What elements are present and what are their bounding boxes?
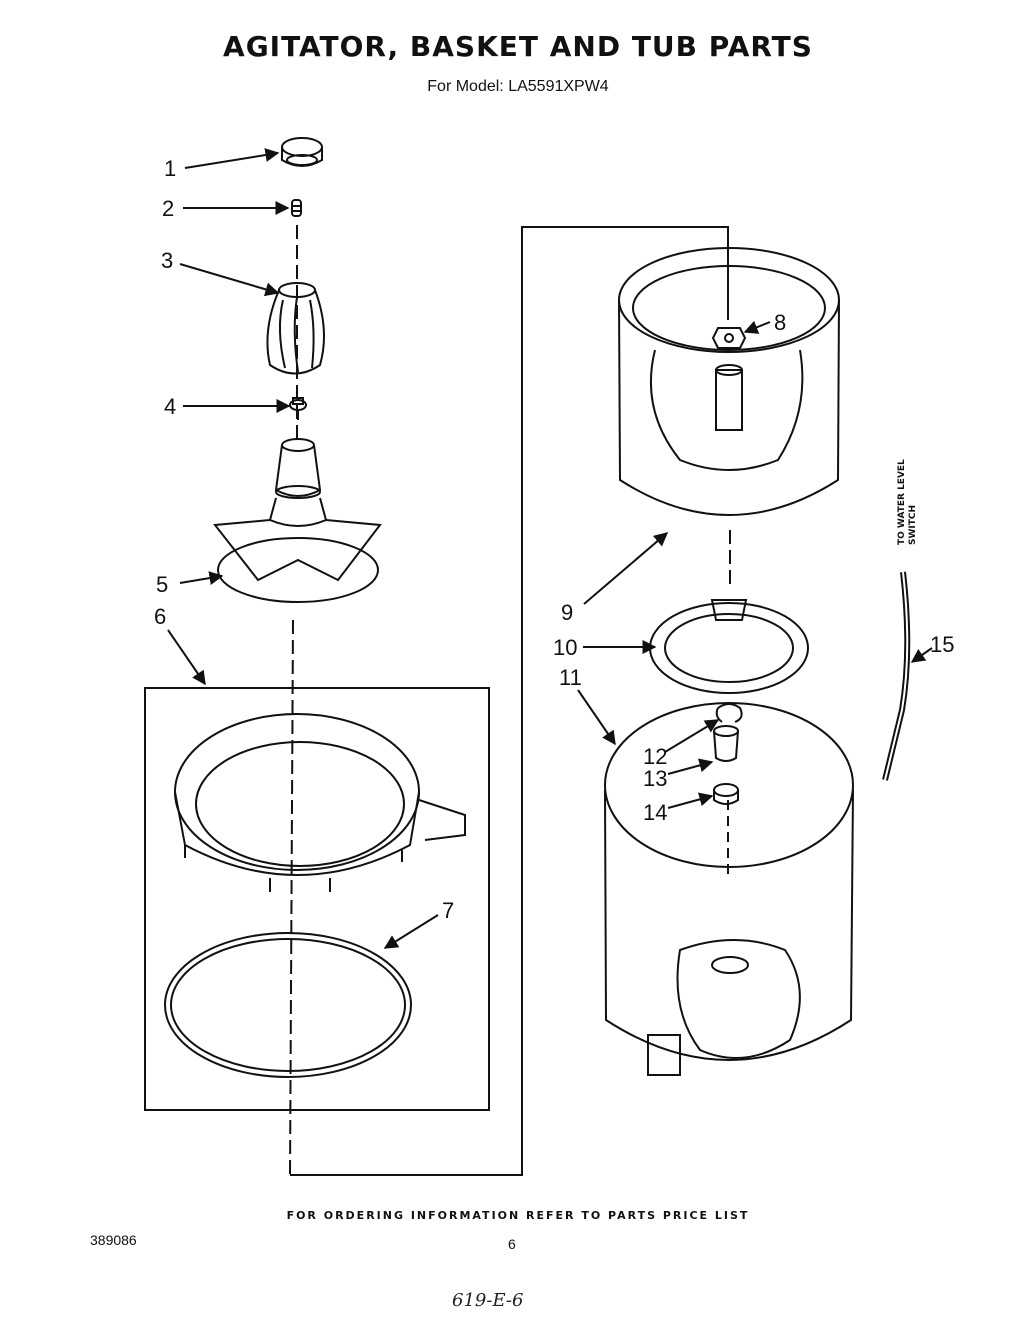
hub-nut-part <box>711 327 747 349</box>
callout-8: 8 <box>774 310 786 335</box>
callout-11-leader <box>577 689 616 746</box>
callout-14: 14 <box>643 800 667 825</box>
callout-13-leader <box>667 758 714 775</box>
screw-part <box>291 199 302 217</box>
balance-ring-part <box>174 713 466 892</box>
agitator-barrel-part <box>266 282 325 375</box>
callout-8-leader <box>743 320 771 334</box>
ordering-info-note: FOR ORDERING INFORMATION REFER TO PARTS … <box>286 1209 750 1222</box>
gasket-ring-part <box>164 932 412 1078</box>
callout-9-leader <box>583 532 669 605</box>
callout-4: 4 <box>164 394 176 419</box>
callout-7-leader <box>383 914 439 949</box>
water-level-label-line1: TO WATER LEVEL <box>897 459 907 545</box>
model-subtitle: For Model: LA5591XPW4 <box>427 78 609 95</box>
callout-12: 12 <box>643 744 667 769</box>
spin-basket-part <box>618 247 840 516</box>
water-level-label-line2: SWITCH <box>908 505 918 545</box>
seal-ring-part <box>649 599 809 694</box>
callout-6: 6 <box>154 604 166 629</box>
handwritten-note: 619-E-6 <box>452 1290 524 1311</box>
callout-7: 7 <box>442 898 454 923</box>
callout-5: 5 <box>156 572 168 597</box>
base-axis-line <box>289 619 294 1176</box>
bearing-part <box>713 783 739 805</box>
agitator-base-part <box>213 438 382 603</box>
callout-5-leader <box>179 571 224 585</box>
callout-13: 13 <box>643 766 667 791</box>
callout-10: 10 <box>553 635 577 660</box>
ring-assembly-box <box>144 687 490 1111</box>
page-number: 6 <box>508 1236 516 1252</box>
document-number: 389086 <box>90 1232 137 1248</box>
callout-1-leader <box>184 148 280 169</box>
assembly-connector-line <box>290 226 729 1176</box>
callout-12-leader <box>664 719 720 753</box>
water-level-hose-part <box>882 571 911 781</box>
page-title: AGITATOR, BASKET AND TUB PARTS <box>223 30 813 63</box>
callout-2: 2 <box>162 196 174 221</box>
callout-15-leader <box>910 647 933 663</box>
callout-3: 3 <box>161 248 173 273</box>
callout-11: 11 <box>559 665 582 690</box>
dog-fastener-part <box>289 397 307 420</box>
callout-14-leader <box>667 792 714 809</box>
callout-3-leader <box>179 263 280 297</box>
callout-15: 15 <box>930 632 954 657</box>
callout-6-leader <box>167 629 206 686</box>
snap-ring-part <box>715 703 743 723</box>
agitator-cap-part <box>281 137 323 167</box>
callout-9: 9 <box>561 600 573 625</box>
callout-1: 1 <box>164 156 176 181</box>
spanner-nut-part <box>713 725 739 762</box>
